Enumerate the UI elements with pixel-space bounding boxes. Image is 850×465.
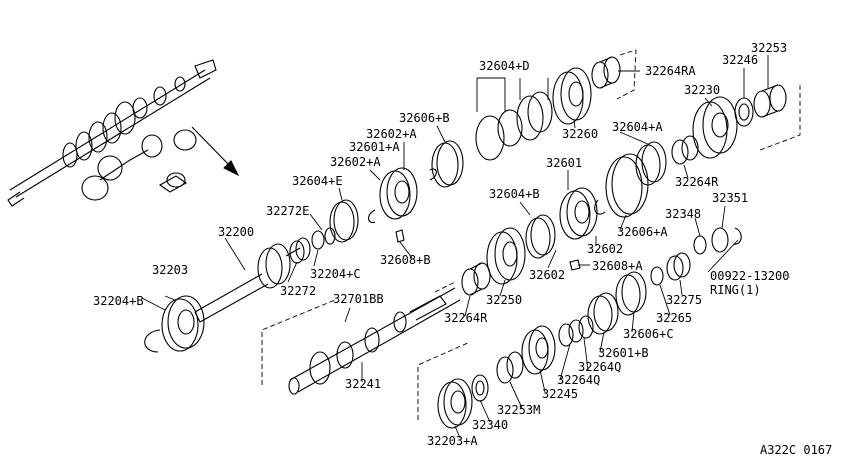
bearing-32203a: [437, 378, 473, 429]
bearing-32264ra: [591, 56, 621, 89]
label-32608b: 32608+B: [380, 253, 431, 267]
dashed-guide-lower: [417, 341, 471, 420]
label-32340: 32340: [472, 418, 508, 432]
label-32204c: 32204+C: [310, 267, 361, 281]
label-32264ra: 32264RA: [645, 64, 696, 78]
label-32204b: 32204+B: [93, 294, 144, 308]
spring-32602a: [368, 209, 376, 224]
washer-32265: [650, 266, 664, 286]
label-00922-13200: 00922-13200: [710, 269, 789, 283]
synchro-32606a: [605, 153, 649, 218]
label-32203a: 32203+A: [427, 434, 478, 448]
label-32604e: 32604+E: [292, 174, 343, 188]
hub-32601a: [379, 167, 418, 220]
label-32602a: 32602+A: [366, 127, 417, 141]
dashed-guide-upper: [434, 281, 456, 293]
label-32701bb: 32701BB: [333, 292, 384, 306]
label-32601: 32601: [546, 156, 582, 170]
label-32601b: 32601+B: [598, 346, 649, 360]
label-32230: 32230: [684, 83, 720, 97]
bushing-32253m: [496, 351, 524, 384]
dashed-bracket-32264ra: [616, 49, 637, 100]
synchro-group-32604d: [475, 91, 553, 161]
synchro-32604a: [635, 141, 667, 186]
label-32275: 32275: [666, 293, 702, 307]
label-32203: 32203: [152, 263, 188, 277]
label-32265: 32265: [656, 311, 692, 325]
synchro-32604e: [329, 199, 359, 243]
label-32351: 32351: [712, 191, 748, 205]
label-32348: 32348: [665, 207, 701, 221]
gear-32260: [552, 67, 592, 125]
part-labels: 32604+D 32264RA 32253 32246 32230 32606+…: [93, 41, 789, 448]
bearing-32203: [161, 295, 205, 352]
snap-ring-32204b: [144, 329, 161, 353]
label-32604b: 32604+B: [489, 187, 540, 201]
bearing-32275: [666, 252, 691, 281]
label-32250: 32250: [486, 293, 522, 307]
needle-bearing-32272: [289, 237, 311, 264]
washer-32340: [471, 374, 489, 402]
direction-arrow-head: [223, 160, 240, 177]
main-shaft-32200: [194, 243, 301, 323]
label-32264q-2: 32264Q: [557, 373, 600, 387]
label-32253m: 32253M: [497, 403, 540, 417]
label-ring: RING(1): [710, 283, 761, 297]
label-32245: 32245: [542, 387, 578, 401]
washer-32246: [734, 97, 754, 127]
gear-32245: [521, 325, 556, 375]
label-32602: 32602: [587, 242, 623, 256]
synchro-32604b: [525, 214, 556, 259]
bearing-32264r-lower: [461, 262, 491, 296]
label-32241: 32241: [345, 377, 381, 391]
leader-lines: [141, 55, 769, 439]
label-32606c: 32606+C: [623, 327, 674, 341]
direction-arrow: [191, 126, 233, 169]
synchro-32606c: [615, 271, 647, 316]
label-32260: 32260: [562, 127, 598, 141]
bearing-32264q: [558, 315, 594, 347]
dashed-guide-counter-shaft: [261, 299, 336, 385]
dashed-bracket-32253: [759, 85, 801, 151]
bearing-32264r-upper: [671, 135, 699, 165]
label-32272: 32272: [280, 284, 316, 298]
spring-32602: [594, 199, 606, 215]
bushing-32253: [753, 84, 787, 118]
hub-32601: [559, 187, 598, 240]
assembled-shaft-overview: [7, 59, 217, 207]
label-32602a-2: 32602+A: [330, 155, 381, 169]
spring-32602a-2: [429, 168, 437, 181]
diagram-code: A322C 0167: [760, 443, 832, 457]
label-32253: 32253: [751, 41, 787, 55]
label-32606a: 32606+A: [617, 225, 668, 239]
label-32601a: 32601+A: [349, 140, 400, 154]
label-32200: 32200: [218, 225, 254, 239]
label-32604a: 32604+A: [612, 120, 663, 134]
label-32602-2: 32602: [529, 268, 565, 282]
gear-32250: [486, 227, 526, 285]
label-32272e: 32272E: [266, 204, 309, 218]
hub-32601b: [587, 292, 619, 335]
label-32264q-1: 32264Q: [578, 360, 621, 374]
label-32604d: 32604+D: [479, 59, 530, 73]
label-32606b: 32606+B: [399, 111, 450, 125]
synchro-32606b: [431, 140, 464, 188]
gear-32230: [692, 96, 738, 159]
label-32246: 32246: [722, 53, 758, 67]
label-32264r-upper: 32264R: [675, 175, 719, 189]
label-32264r-lower: 32264R: [444, 311, 488, 325]
label-32608a: 32608+A: [592, 259, 643, 273]
key-32608a: [569, 259, 581, 271]
key-32608b: [395, 229, 405, 243]
counter-shaft-32241: [288, 287, 461, 395]
snap-ring-00922: [732, 227, 742, 245]
